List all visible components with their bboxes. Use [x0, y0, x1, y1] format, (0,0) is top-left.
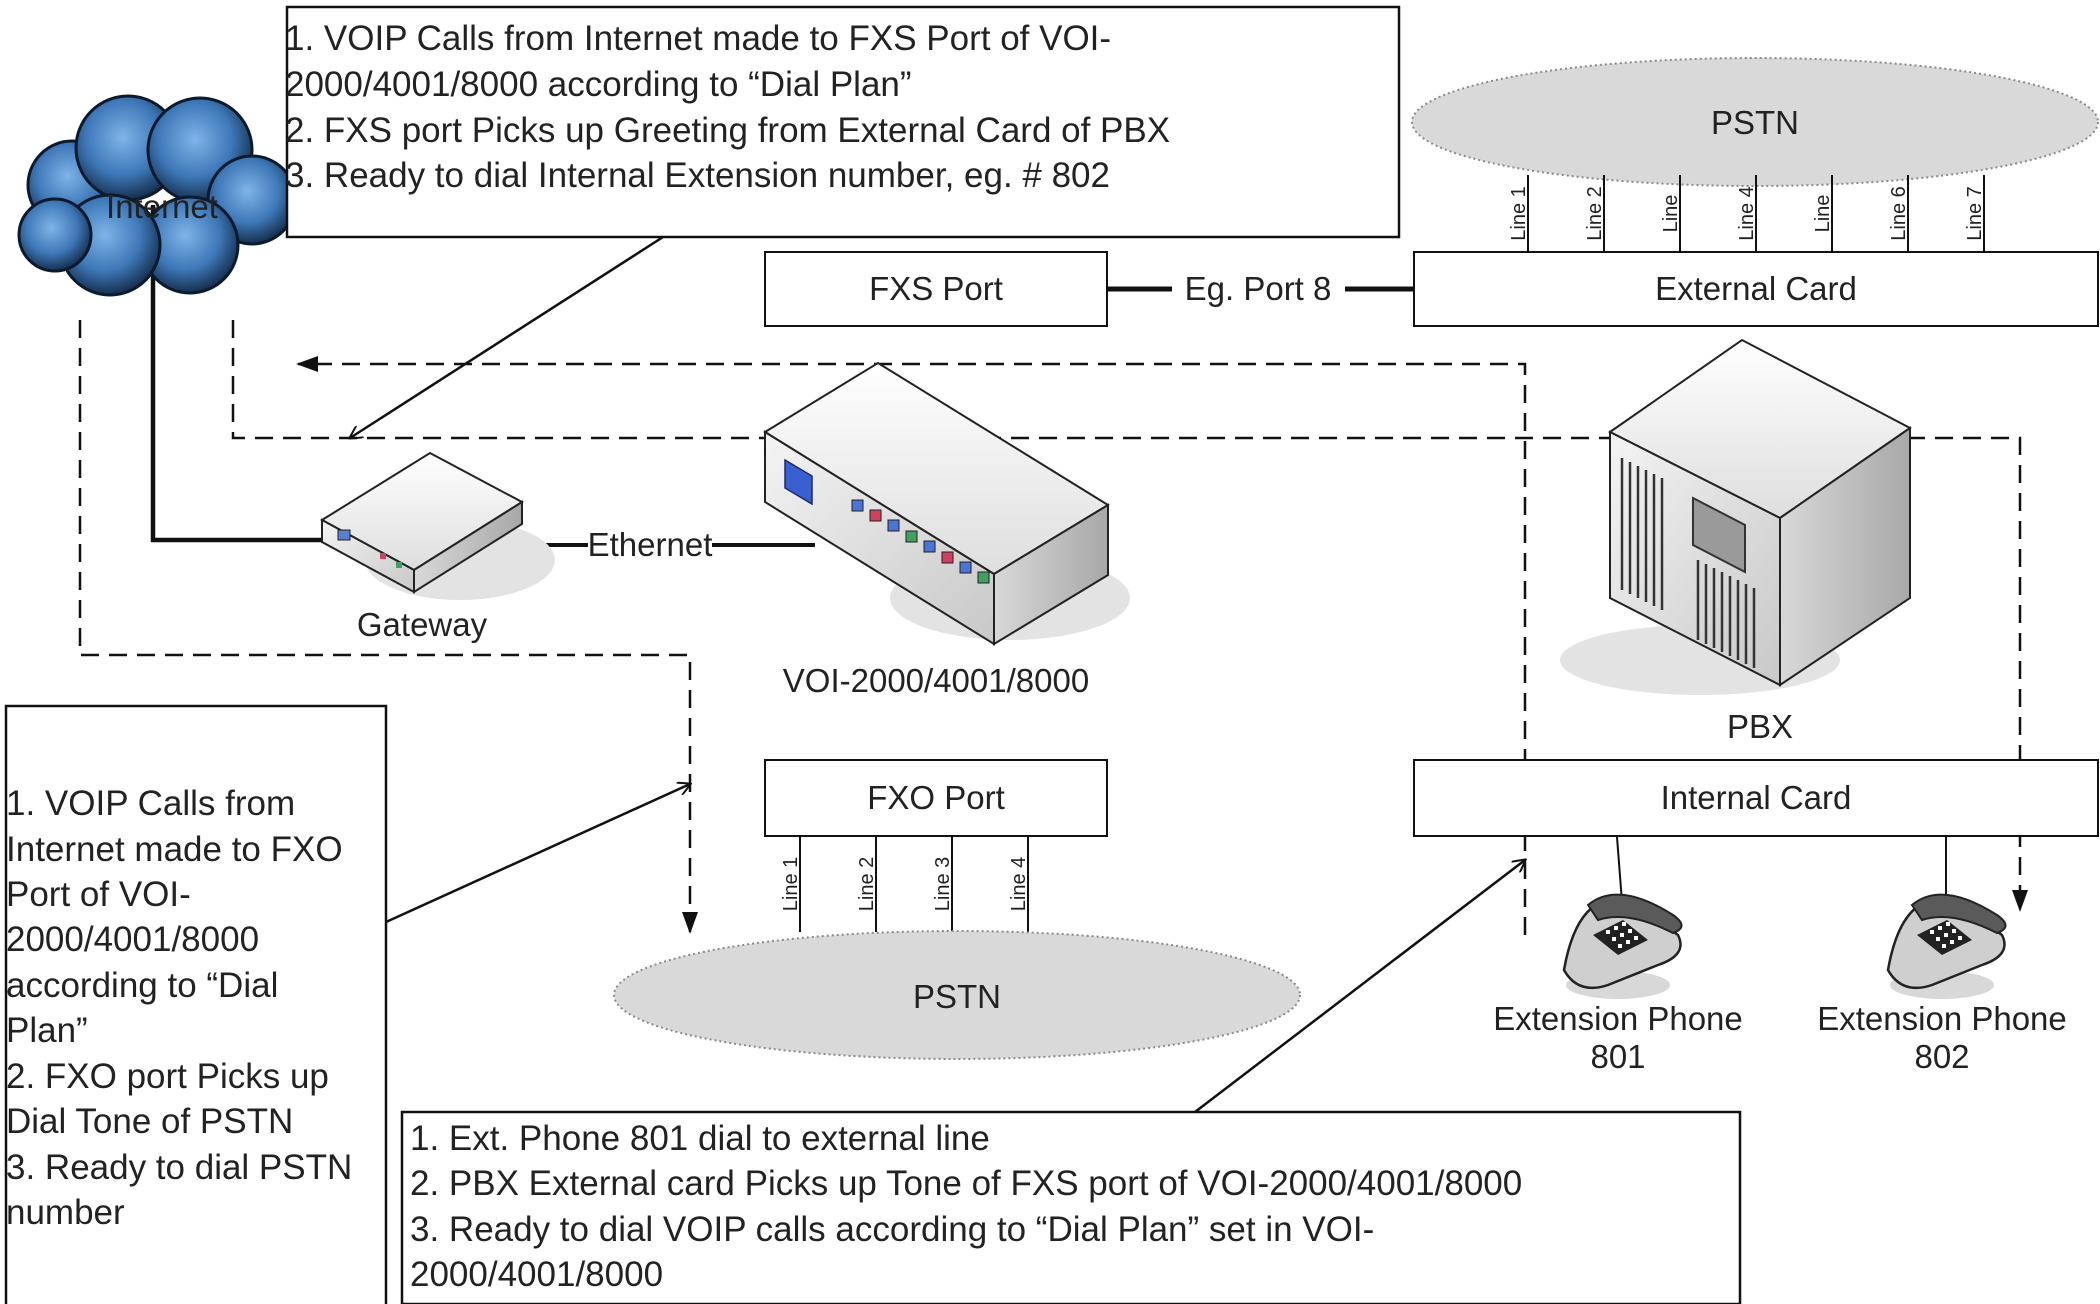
internet-label: Internet	[106, 188, 218, 225]
gateway-led	[337, 529, 351, 541]
pbx-panel	[1692, 496, 1746, 574]
pstn-bottom-line-label-2: Line 2	[856, 857, 878, 912]
pointer-left-note	[385, 784, 690, 924]
left-note-line-7: 2. FXO port Picks up	[6, 1057, 329, 1096]
ext-801-label-line1: Extension Phone	[1493, 1000, 1743, 1037]
pstn-bottom-line-label-4: Line 4	[1008, 857, 1030, 912]
left-note-line-9: 3. Ready to dial PSTN	[6, 1148, 352, 1187]
pstn-top-label: PSTN	[1711, 104, 1799, 141]
device-panel	[784, 458, 813, 506]
voi-device-label: VOI-2000/4001/8000	[783, 662, 1089, 699]
gateway-led	[396, 562, 402, 568]
phone-icon	[1562, 893, 1683, 999]
bottom-note-line-3: 3. Ready to dial VOIP calls according to…	[410, 1210, 1374, 1249]
pointer-top-note	[350, 235, 664, 438]
extension-phone-801: Extension Phone 801	[1493, 836, 1743, 1075]
pbx-server: PBX	[1560, 338, 1912, 745]
top-note-line-2: 2000/4001/8000 according to “Dial Plan”	[285, 65, 912, 104]
internet-gateway-link	[150, 205, 330, 543]
left-note-line-2: Internet made to FXO	[6, 830, 343, 869]
gateway-led	[380, 553, 386, 559]
extension-phone-802: Extension Phone 802	[1817, 837, 2067, 1075]
bottom-note-line-2: 2. PBX External card Picks up Tone of FX…	[410, 1164, 1522, 1203]
pstn-top-line-label-3: Line	[1660, 195, 1682, 233]
dashed-call-paths	[78, 320, 2028, 935]
pbx-vents-right	[1696, 560, 1756, 668]
bottom-note-line-4: 2000/4001/8000	[410, 1255, 663, 1294]
pstn-bottom-label: PSTN	[913, 978, 1001, 1015]
left-note-line-6: Plan”	[6, 1011, 88, 1050]
internal-card-label: Internal Card	[1661, 779, 1852, 816]
pstn-bottom-lines: Line 1 Line 2 Line 3 Line 4	[780, 836, 1030, 932]
fxo-port-label: FXO Port	[867, 779, 1005, 816]
internet-cloud: Internet	[17, 94, 298, 297]
gateway-device: Gateway	[320, 451, 555, 643]
pstn-top-line-label-4: Line 4	[1736, 186, 1758, 241]
pstn-top-line-label-5: Line	[1812, 195, 1834, 233]
pstn-top-line-label-1: Line 1	[1508, 186, 1530, 241]
fxs-port-box: FXS Port	[764, 251, 1108, 327]
left-note: 1. VOIP Calls from Internet made to FXO …	[4, 704, 388, 1304]
pbx-vents-left	[1620, 458, 1664, 610]
pbx-label: PBX	[1727, 708, 1793, 745]
pstn-top-line-label-7: Line 7	[1964, 186, 1986, 241]
top-note-line-3: 2. FXS port Picks up Greeting from Exter…	[285, 111, 1170, 150]
phone-icon	[1886, 893, 2007, 999]
cloud-icon	[17, 94, 298, 297]
left-note-line-3: Port of VOI-	[6, 875, 191, 914]
fxs-port-label: FXS Port	[869, 270, 1003, 307]
eg-port-label: Eg. Port 8	[1185, 270, 1332, 307]
ext-802-label-line2: 802	[1914, 1038, 1969, 1075]
pstn-top-line-label-2: Line 2	[1584, 186, 1606, 241]
pstn-top-line-label-6: Line 6	[1888, 186, 1910, 241]
left-note-line-4: 2000/4001/8000	[6, 920, 259, 959]
left-note-line-8: Dial Tone of PSTN	[6, 1102, 293, 1141]
top-note: 1. VOIP Calls from Internet made to FXS …	[285, 5, 1401, 239]
pstn-bottom: PSTN	[613, 930, 1301, 1060]
external-card-box: External Card	[1413, 251, 2099, 327]
callout-pointers	[350, 235, 1525, 1113]
ethernet-label: Ethernet	[588, 526, 713, 563]
left-note-line-10: number	[6, 1193, 125, 1232]
ext-801-label-line2: 801	[1590, 1038, 1645, 1075]
external-card-label: External Card	[1655, 270, 1857, 307]
voi-device: VOI-2000/4001/8000	[763, 361, 1130, 699]
pointer-bottom-note	[1194, 860, 1525, 1113]
bottom-note: 1. Ext. Phone 801 dial to external line …	[400, 1110, 1742, 1304]
gateway-label: Gateway	[357, 606, 488, 643]
device-port-leds	[851, 499, 990, 584]
pstn-bottom-line-label-3: Line 3	[932, 857, 954, 912]
path-ext801-to-internet	[296, 356, 1527, 935]
left-note-line-5: according to “Dial	[6, 966, 278, 1005]
bottom-note-line-1: 1. Ext. Phone 801 dial to external line	[410, 1119, 990, 1158]
path-internet-to-ext802	[231, 320, 2028, 912]
left-note-line-1: 1. VOIP Calls from	[6, 784, 295, 823]
top-note-line-4: 3. Ready to dial Internal Extension numb…	[285, 156, 1110, 195]
pstn-top: PSTN	[1411, 57, 2099, 187]
pstn-top-lines: Line 1 Line 2 Line Line 4 Line Line 6 Line 7	[1508, 175, 1986, 252]
fxo-port-box: FXO Port	[764, 759, 1108, 837]
ext-802-label-line1: Extension Phone	[1817, 1000, 2067, 1037]
pstn-bottom-line-label-1: Line 1	[780, 857, 802, 912]
top-note-line-1: 1. VOIP Calls from Internet made to FXS …	[285, 19, 1111, 58]
internal-card-box: Internal Card	[1413, 759, 2099, 837]
